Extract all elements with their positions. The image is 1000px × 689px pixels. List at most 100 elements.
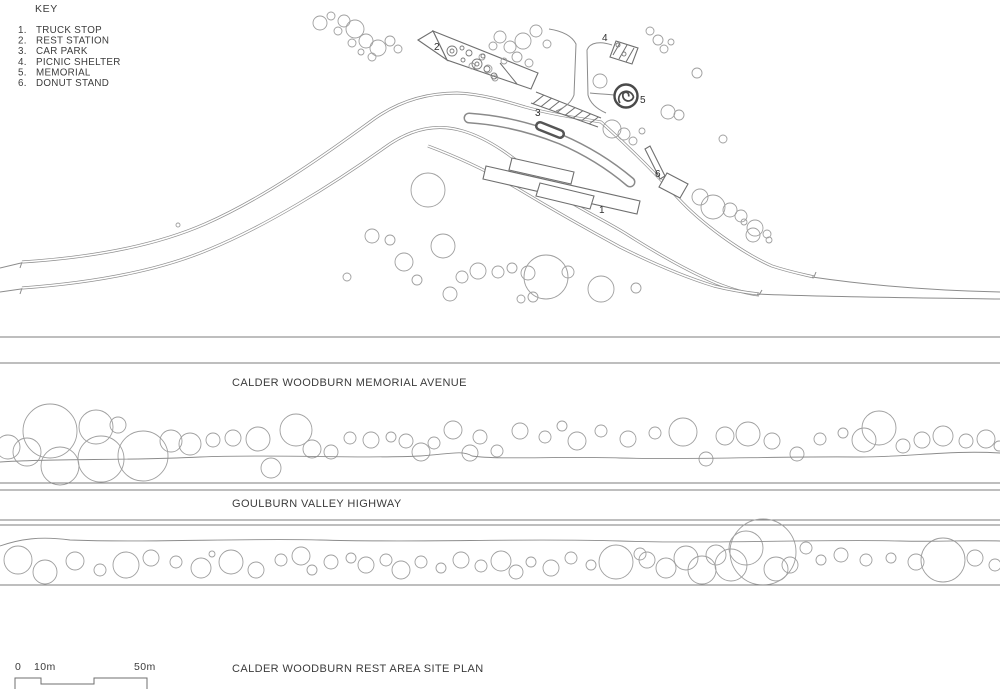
key-item-number: 6.: [18, 78, 27, 89]
tree-circle: [411, 442, 431, 462]
tree-circle: [698, 451, 714, 467]
tree-circle: [564, 551, 578, 565]
car-park-top-edge: [535, 91, 602, 119]
tree-circle: [567, 431, 587, 451]
tree-circle: [369, 39, 387, 57]
tree-circle: [895, 438, 911, 454]
tree-circle: [833, 547, 849, 563]
tree-circle: [443, 420, 463, 440]
tree-circle: [715, 426, 735, 446]
scale-label-ten: 10m: [34, 661, 56, 673]
tree-circle: [988, 558, 1000, 572]
tree-circle: [291, 546, 311, 566]
tree-circle: [913, 431, 931, 449]
scale-bar: 0 10m 50m: [14, 661, 156, 689]
tree-circle: [617, 127, 631, 141]
memorial-outer-circle: [613, 83, 639, 109]
marker-donut-stand: 6: [655, 169, 661, 180]
marker-truck-stop: 1: [599, 205, 605, 216]
tree-circle: [734, 209, 748, 223]
tree-circle: [312, 15, 328, 31]
tree-circle: [500, 57, 508, 65]
tree-circle: [511, 51, 523, 63]
tree-circle: [474, 61, 480, 67]
tree-circle: [430, 233, 456, 259]
tree-circle: [306, 564, 318, 576]
tree-circle: [3, 545, 33, 575]
key-item-label: CAR PARK: [36, 46, 88, 57]
tree-circle: [514, 32, 532, 50]
truck-stop-south-wing: [535, 182, 595, 210]
tree-circle: [885, 552, 897, 564]
tree-circle: [633, 547, 647, 561]
drawing-caption: CALDER WOODBURN REST AREA SITE PLAN: [232, 663, 484, 675]
road-north-kerb-inner: [21, 92, 815, 278]
tree-circle: [628, 136, 638, 146]
tree-circle: [673, 109, 685, 121]
tree-circle: [385, 431, 397, 443]
tree-circle: [490, 550, 512, 572]
rest-station-fixture-circles: [446, 45, 498, 80]
tree-circle: [529, 24, 543, 38]
tree-circle: [542, 559, 560, 577]
kerb-end-hook: [19, 261, 23, 269]
scale-label-zero: 0: [15, 661, 21, 673]
avenue-label: CALDER WOODBURN MEMORIAL AVENUE: [232, 377, 467, 389]
tree-circle: [175, 222, 181, 228]
donut-stand-outline: [658, 172, 689, 199]
tree-circle: [491, 265, 505, 279]
kerb-end-hook: [758, 289, 763, 296]
tree-row-goulburn-highway: [3, 518, 1000, 586]
tree-circle: [527, 291, 539, 303]
tree-circle: [279, 413, 313, 447]
tree-circle: [815, 554, 827, 566]
key-item-label: TRUCK STOP: [36, 25, 102, 36]
tree-circle: [667, 38, 675, 46]
tree-circle: [362, 431, 380, 449]
picnic-shelter: [609, 40, 639, 65]
tree-circle: [765, 236, 773, 244]
tree-circle: [691, 188, 709, 206]
marker-picnic-shelter: 4: [602, 33, 608, 44]
tree-circle: [907, 553, 925, 571]
goulburn-highway-corridor: GOULBURN VALLEY HIGHWAY: [0, 498, 1000, 586]
highway-extension-right-top: [811, 276, 1000, 293]
tree-circle: [345, 552, 357, 564]
footpath-east-edge: [586, 42, 613, 114]
highway-label: GOULBURN VALLEY HIGHWAY: [232, 498, 402, 510]
tree-circle: [455, 270, 469, 284]
tree-circle: [511, 422, 529, 440]
tree-circle: [393, 44, 403, 54]
tree-circle: [384, 35, 396, 47]
tree-circle: [247, 561, 265, 579]
tree-circle: [78, 409, 114, 445]
tree-circle: [630, 282, 642, 294]
tree-circle: [224, 429, 242, 447]
highway-extension-left-bottom: [0, 288, 22, 293]
tree-circle: [442, 286, 458, 302]
tree-circle: [483, 65, 491, 73]
memorial-connector-path: [589, 92, 615, 96]
scale-label-fifty: 50m: [134, 661, 156, 673]
tree-circle: [218, 549, 244, 575]
tree-circle: [411, 274, 423, 286]
tree-circle: [705, 544, 727, 566]
road-north-kerb: [21, 91, 815, 279]
tree-circle: [435, 562, 447, 574]
tree-circle: [357, 48, 365, 56]
tree-circle: [655, 557, 677, 579]
highway-extension-right-bottom: [756, 293, 1000, 300]
tree-circle: [391, 560, 411, 580]
tree-circle: [345, 19, 365, 39]
tree-circle: [205, 432, 221, 448]
car-park-bottom-edge: [530, 102, 599, 128]
key-item-label: REST STATION: [36, 36, 109, 47]
tree-circle: [861, 410, 897, 446]
tree-circle: [109, 416, 127, 434]
tree-circle: [302, 439, 322, 459]
key-title: KEY: [35, 3, 58, 15]
tree-circle: [260, 457, 282, 479]
key-legend: KEY 1. TRUCK STOP 2. REST STATION 3. CAR…: [18, 3, 120, 89]
tree-circle: [506, 262, 518, 274]
tree-circle: [668, 417, 698, 447]
